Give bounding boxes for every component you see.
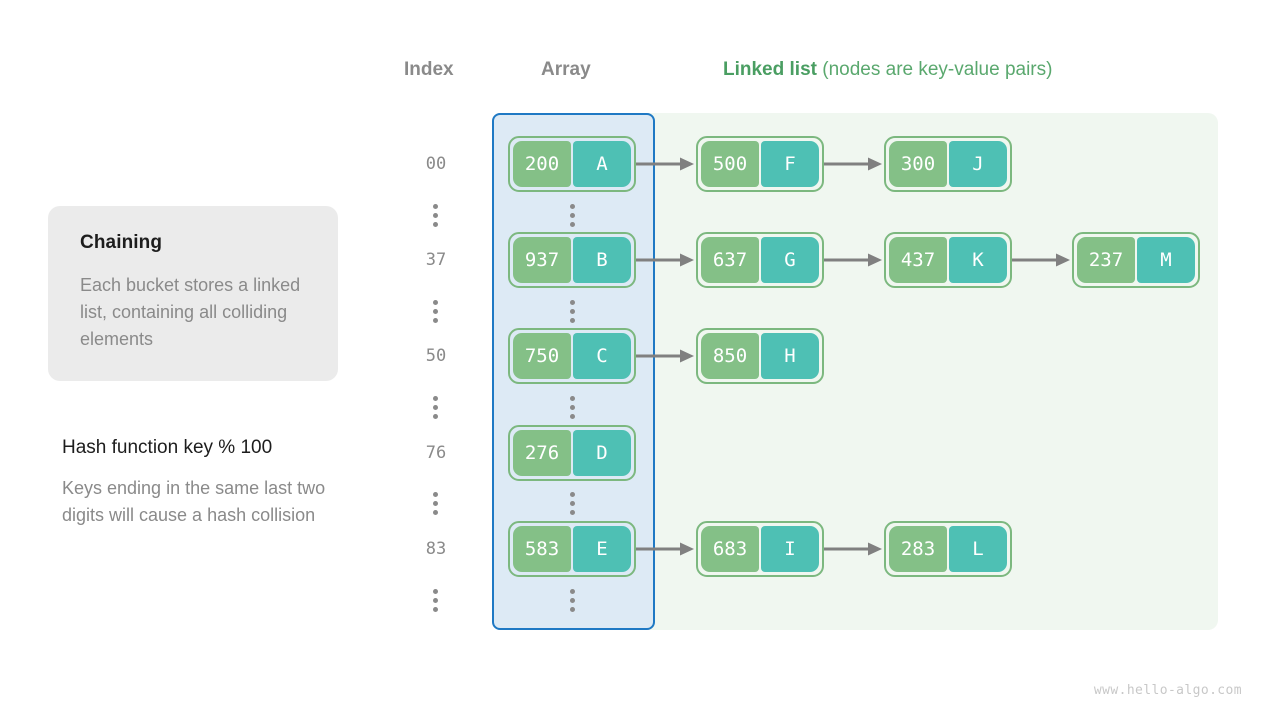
row-index-76: 76 [425, 443, 447, 463]
watermark: www.hello-algo.com [1093, 683, 1242, 698]
vertical-ellipsis-icon [570, 396, 575, 419]
link-arrow-icon [824, 253, 882, 267]
node-key: 937 [513, 237, 571, 283]
hash-function-body: Keys ending in the same last two digits … [62, 478, 326, 525]
column-header-linked-list: Linked list (nodes are key-value pairs) [723, 59, 1052, 81]
link-arrow-icon [636, 542, 694, 556]
node-key: 300 [889, 141, 947, 187]
vertical-ellipsis-icon [570, 492, 575, 515]
node-value: M [1137, 237, 1195, 283]
node-key: 283 [889, 526, 947, 572]
row-index-83: 83 [425, 539, 447, 559]
node-value: E [573, 526, 631, 572]
link-arrow-icon [636, 253, 694, 267]
vertical-ellipsis-icon [433, 492, 438, 515]
node-key: 437 [889, 237, 947, 283]
linked-list-label: Linked list [723, 59, 817, 80]
linked-list-sublabel: (nodes are key-value pairs) [816, 59, 1053, 80]
column-header-array: Array [541, 59, 591, 80]
row-index-50: 50 [425, 346, 447, 366]
vertical-ellipsis-icon [433, 300, 438, 323]
node-value: A [573, 141, 631, 187]
node-value: B [573, 237, 631, 283]
node-value: H [761, 333, 819, 379]
link-arrow-icon [824, 542, 882, 556]
hash-function-block: Hash function key % 100 Keys ending in t… [48, 437, 348, 529]
hash-function-title: Hash function key % 100 [62, 437, 273, 458]
vertical-ellipsis-icon [570, 300, 575, 323]
explanation-panel: Chaining Each bucket stores a linked lis… [48, 206, 348, 529]
node-key: 200 [513, 141, 571, 187]
node-key: 850 [701, 333, 759, 379]
node-value: I [761, 526, 819, 572]
vertical-ellipsis-icon [433, 589, 438, 612]
link-arrow-icon [636, 349, 694, 363]
chaining-card-body: Each bucket stores a linked list, contai… [80, 275, 301, 349]
chaining-card-title: Chaining [80, 232, 163, 253]
node-value: J [949, 141, 1007, 187]
vertical-ellipsis-icon [433, 396, 438, 419]
node-value: G [761, 237, 819, 283]
node-key: 637 [701, 237, 759, 283]
node-key: 583 [513, 526, 571, 572]
node-key: 750 [513, 333, 571, 379]
row-index-37: 37 [425, 250, 447, 270]
vertical-ellipsis-icon [570, 204, 575, 227]
vertical-ellipsis-icon [433, 204, 438, 227]
vertical-ellipsis-icon [570, 589, 575, 612]
node-value: F [761, 141, 819, 187]
node-value: L [949, 526, 1007, 572]
node-key: 683 [701, 526, 759, 572]
chaining-card: Chaining Each bucket stores a linked lis… [48, 206, 338, 381]
row-index-00: 00 [425, 154, 447, 174]
node-key: 276 [513, 430, 571, 476]
link-arrow-icon [636, 157, 694, 171]
node-value: C [573, 333, 631, 379]
link-arrow-icon [1012, 253, 1070, 267]
node-key: 500 [701, 141, 759, 187]
link-arrow-icon [824, 157, 882, 171]
node-value: D [573, 430, 631, 476]
column-header-index: Index [404, 59, 454, 80]
node-key: 237 [1077, 237, 1135, 283]
node-value: K [949, 237, 1007, 283]
